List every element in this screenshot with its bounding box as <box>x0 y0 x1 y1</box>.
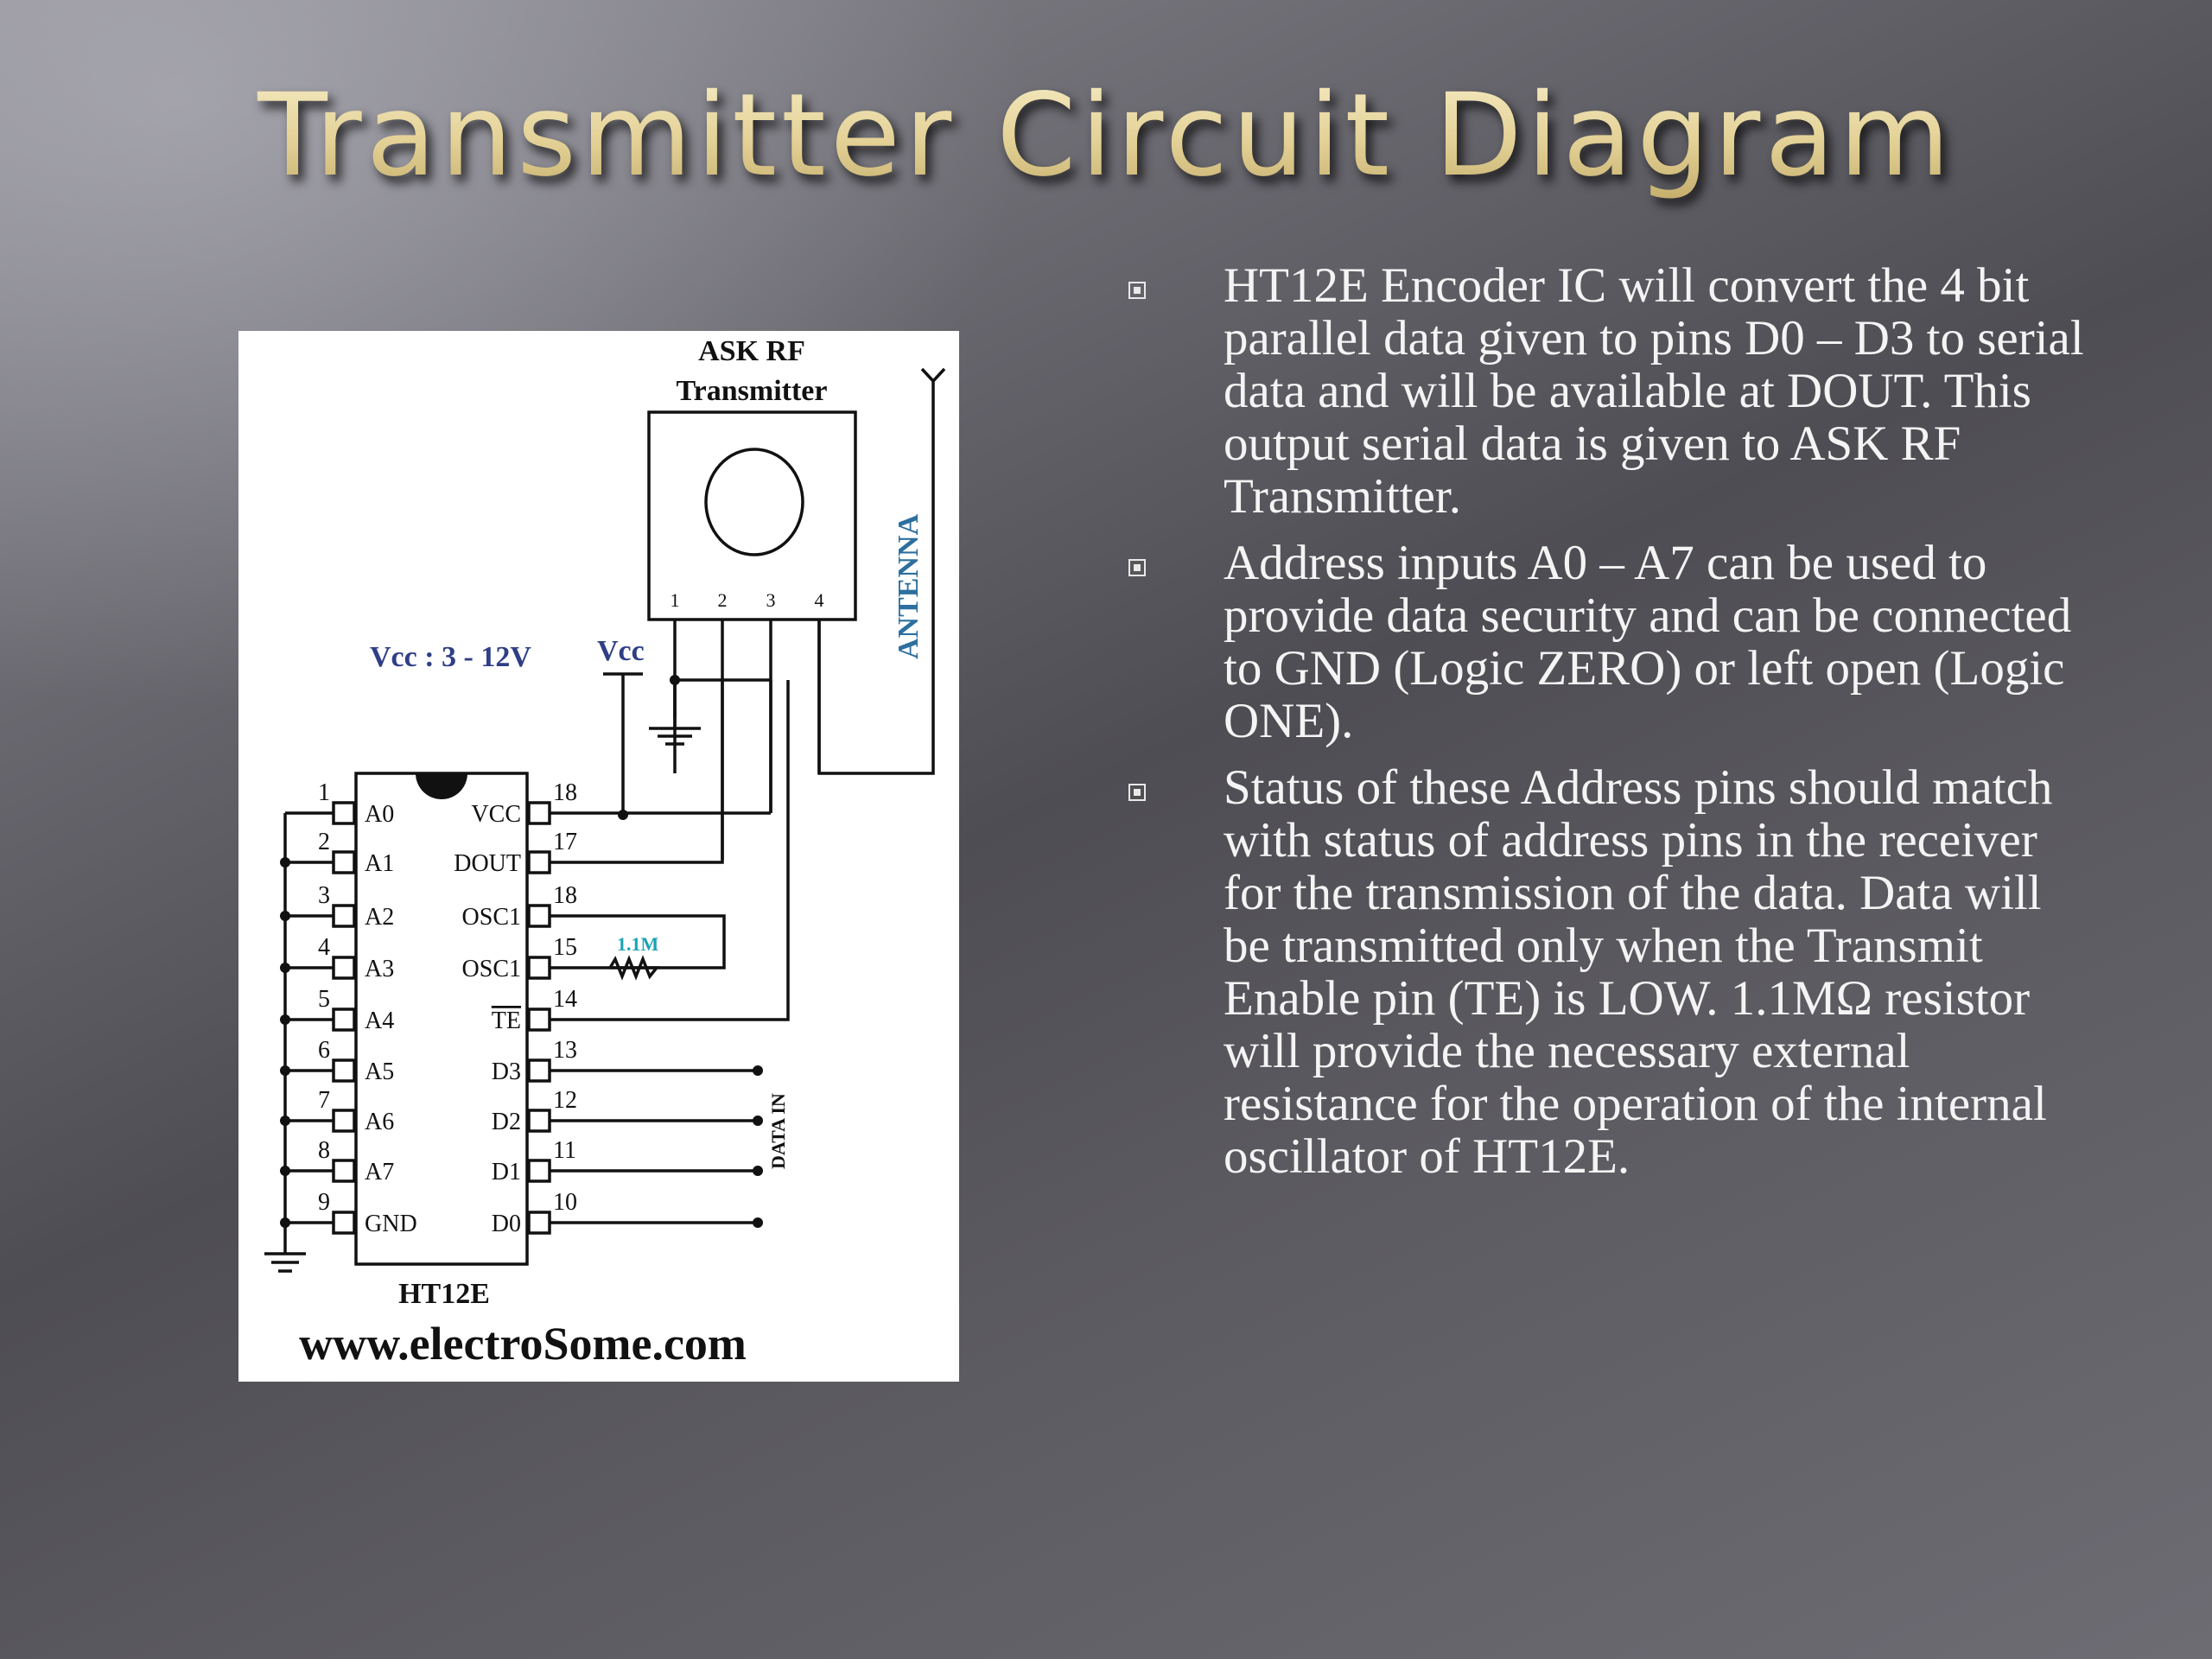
transmitter-pin-2: 2 <box>718 589 728 611</box>
transmitter-module <box>647 410 857 621</box>
right-pin-name: D1 <box>492 1159 521 1185</box>
right-pin-number: 18 <box>553 779 577 806</box>
bullet-item: Status of these Address pins should matc… <box>1123 761 2100 1183</box>
right-pin-number: 18 <box>553 882 577 909</box>
left-pin-number: 1 <box>318 779 330 806</box>
left-pin-name: A7 <box>365 1159 394 1185</box>
right-pin-number: 12 <box>553 1087 577 1114</box>
vcc-range-label: Vcc : 3 - 12V <box>370 641 531 673</box>
right-pin-name: OSC1 <box>462 904 521 931</box>
circuit-diagram: ASK RF Transmitter 1 2 3 4 ANTENNA Vcc :… <box>238 331 959 1382</box>
junction-dots <box>280 675 763 1228</box>
slide-title: Transmitter Circuit Diagram <box>0 69 2212 202</box>
right-pin-name: TE <box>492 1007 521 1034</box>
square-bullet-icon <box>1128 784 1146 801</box>
square-bullet-icon <box>1128 559 1146 576</box>
bullet-item: HT12E Encoder IC will convert the 4 bit … <box>1123 259 2100 523</box>
transmitter-label-line1: ASK RF <box>698 335 805 367</box>
left-pin-name: A4 <box>365 1007 394 1034</box>
left-pin-name: GND <box>365 1211 417 1237</box>
right-pin-number: 15 <box>553 934 577 961</box>
bullet-list: HT12E Encoder IC will convert the 4 bit … <box>1123 259 2100 1197</box>
antenna-label: ANTENNA <box>893 513 925 659</box>
transmitter-pin-1: 1 <box>671 589 680 611</box>
left-pin-name: A5 <box>365 1058 394 1085</box>
right-pin-name: DOUT <box>454 850 521 877</box>
right-pin-name: D3 <box>492 1058 521 1085</box>
right-pin-name: OSC1 <box>462 956 521 982</box>
data-in-label: DATA IN <box>767 1093 789 1169</box>
left-pin-name: A2 <box>365 904 394 931</box>
right-pin-name: VCC <box>471 801 521 828</box>
right-pin-number: 14 <box>553 986 577 1013</box>
left-pin-number: 9 <box>318 1189 330 1216</box>
vcc-label: Vcc <box>597 635 645 667</box>
bullet-text: HT12E Encoder IC will convert the 4 bit … <box>1224 258 2084 524</box>
transmitter-label-line2: Transmitter <box>677 375 828 407</box>
left-pin-number: 5 <box>318 986 330 1013</box>
right-pin-number: 17 <box>553 829 577 855</box>
ic-name-label: HT12E <box>398 1278 490 1310</box>
bullet-text: Address inputs A0 – A7 can be used to pr… <box>1224 536 2072 748</box>
pin-boxes <box>332 801 551 1235</box>
right-pin-number: 13 <box>553 1037 577 1064</box>
right-pin-name: D0 <box>492 1211 521 1237</box>
right-pin-number: 10 <box>553 1189 577 1216</box>
right-pin-name: D2 <box>492 1109 521 1135</box>
left-pin-name: A0 <box>365 801 394 828</box>
right-pin-number: 11 <box>553 1137 576 1164</box>
transmitter-pin-4: 4 <box>815 589 824 611</box>
left-pin-number: 6 <box>318 1037 330 1064</box>
left-pin-number: 4 <box>318 934 330 961</box>
left-pin-number: 2 <box>318 829 330 855</box>
left-pin-number: 7 <box>318 1087 330 1114</box>
bullet-item: Address inputs A0 – A7 can be used to pr… <box>1123 537 2100 747</box>
left-pin-name: A3 <box>365 956 394 982</box>
left-pin-name: A6 <box>365 1109 394 1135</box>
square-bullet-icon <box>1128 282 1146 299</box>
resistor-label: 1.1M <box>617 933 659 955</box>
transmitter-pin-3: 3 <box>766 589 776 611</box>
left-pin-number: 8 <box>318 1137 330 1164</box>
website-label: www.electroSome.com <box>299 1318 747 1370</box>
left-pin-name: A1 <box>365 850 394 877</box>
transmitter-coil <box>704 448 804 556</box>
bullet-text: Status of these Address pins should matc… <box>1224 760 2053 1184</box>
left-pin-number: 3 <box>318 882 330 909</box>
circuit-schematic: ASK RF Transmitter 1 2 3 4 ANTENNA Vcc :… <box>264 335 946 1370</box>
